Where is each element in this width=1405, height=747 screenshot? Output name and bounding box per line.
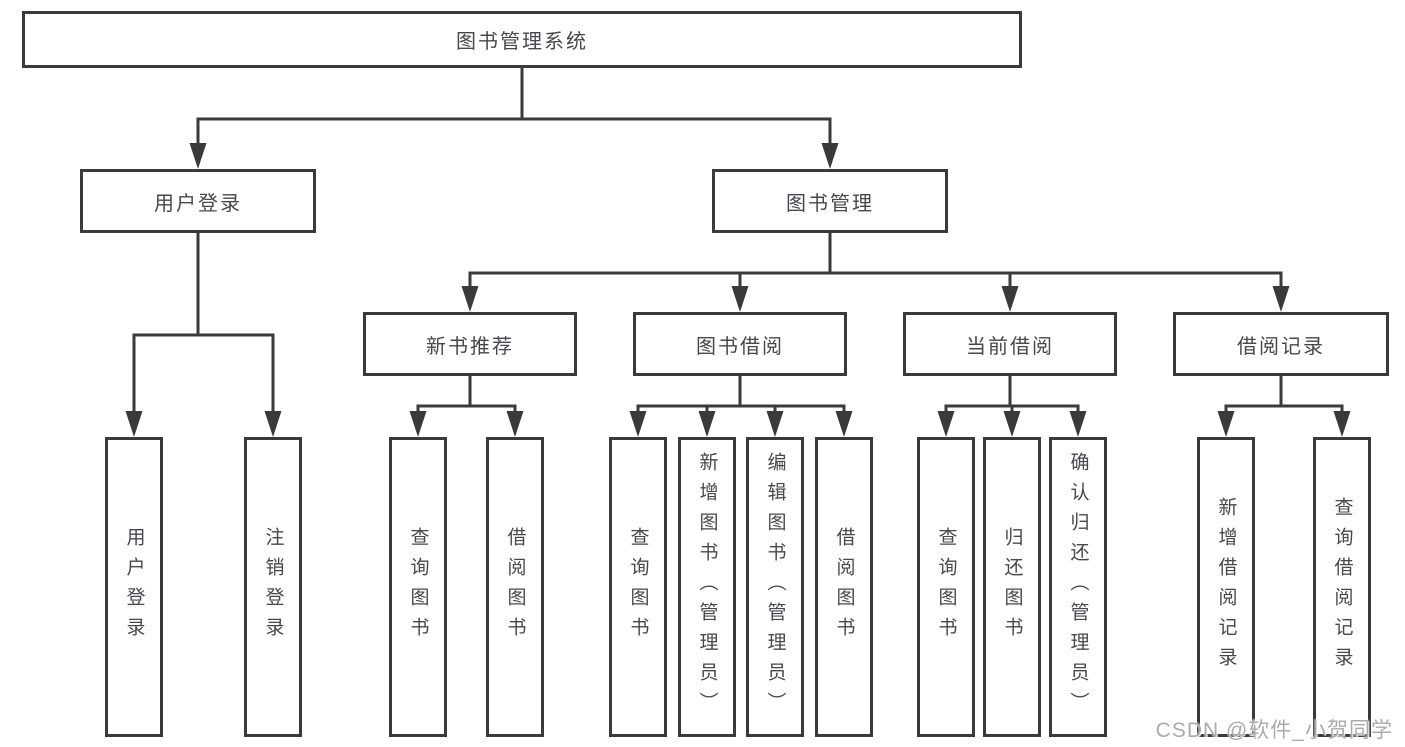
node-label-records: 借阅记录 [1237,335,1325,358]
node-label-root: 图书管理系统 [456,31,588,53]
arrowhead-icon [1272,286,1290,312]
node-nb-borrow: 借阅图书 [486,437,544,737]
node-bw-edit: 编辑图书（管理员） [746,437,804,737]
node-rec-add: 新增借阅记录 [1197,437,1255,737]
arrowhead-icon [766,411,784,437]
node-user-login: 用户登录 [105,437,163,737]
node-rec-query: 查询借阅记录 [1313,437,1371,737]
node-label-cur-query: 查询图书 [935,527,957,647]
arrowhead-icon [629,411,647,437]
edge-records-rec-query [1279,376,1344,411]
node-label-borrow: 图书借阅 [696,335,784,358]
edge-mgmt-records [828,233,1283,286]
arrowhead-icon [409,411,427,437]
node-label-cur-confirm: 确认归还（管理员） [1067,452,1089,722]
node-root: 图书管理系统 [22,11,1022,68]
arrowhead-icon [937,411,955,437]
arrowhead-icon [698,411,716,437]
arrowhead-icon [1333,411,1351,437]
node-label-current: 当前借阅 [966,335,1054,358]
arrowhead-icon [125,411,143,437]
node-label-bw-add: 新增图书（管理员） [696,452,718,722]
arrowhead-icon [835,411,853,437]
edge-current-cur-confirm [1008,376,1080,411]
node-login: 用户登录 [80,169,316,233]
edge-borrow-bw-borrow [738,376,846,411]
node-cur-return: 归还图书 [983,437,1041,737]
node-cur-confirm: 确认归还（管理员） [1049,437,1107,737]
node-label-newbook: 新书推荐 [426,335,514,358]
node-mgmt: 图书管理 [712,169,948,233]
node-label-bw-borrow: 借阅图书 [833,527,855,647]
arrowhead-icon [821,143,839,169]
node-label-bw-edit: 编辑图书（管理员） [764,452,786,722]
node-newbook: 新书推荐 [363,312,577,376]
edge-newbook-nb-borrow [468,376,517,411]
node-label-logout: 注销登录 [262,527,284,647]
node-nb-query: 查询图书 [389,437,447,737]
arrowhead-icon [731,286,749,312]
arrowhead-icon [264,411,282,437]
arrowhead-icon [1069,411,1087,437]
node-label-nb-borrow: 借阅图书 [504,527,526,647]
node-label-rec-query: 查询借阅记录 [1331,497,1353,677]
node-label-login: 用户登录 [154,192,242,215]
node-bw-add: 新增图书（管理员） [678,437,736,737]
arrowhead-icon [189,143,207,169]
node-logout: 注销登录 [244,437,302,737]
edge-root-mgmt [520,68,832,143]
node-label-user-login: 用户登录 [123,527,145,647]
node-label-bw-query: 查询图书 [627,527,649,647]
arrowhead-icon [506,411,524,437]
node-label-rec-add: 新增借阅记录 [1215,497,1237,677]
node-label-cur-return: 归还图书 [1001,527,1023,647]
node-records: 借阅记录 [1173,312,1389,376]
arrowhead-icon [1001,286,1019,312]
arrowhead-icon [1003,411,1021,437]
arrowhead-icon [1217,411,1235,437]
arrowhead-icon [461,286,479,312]
node-cur-query: 查询图书 [917,437,975,737]
node-bw-borrow: 借阅图书 [815,437,873,737]
node-bw-query: 查询图书 [609,437,667,737]
edge-login-logout [196,233,275,411]
node-label-nb-query: 查询图书 [407,527,429,647]
node-borrow: 图书借阅 [633,312,847,376]
node-current: 当前借阅 [903,312,1117,376]
node-label-mgmt: 图书管理 [786,192,874,215]
